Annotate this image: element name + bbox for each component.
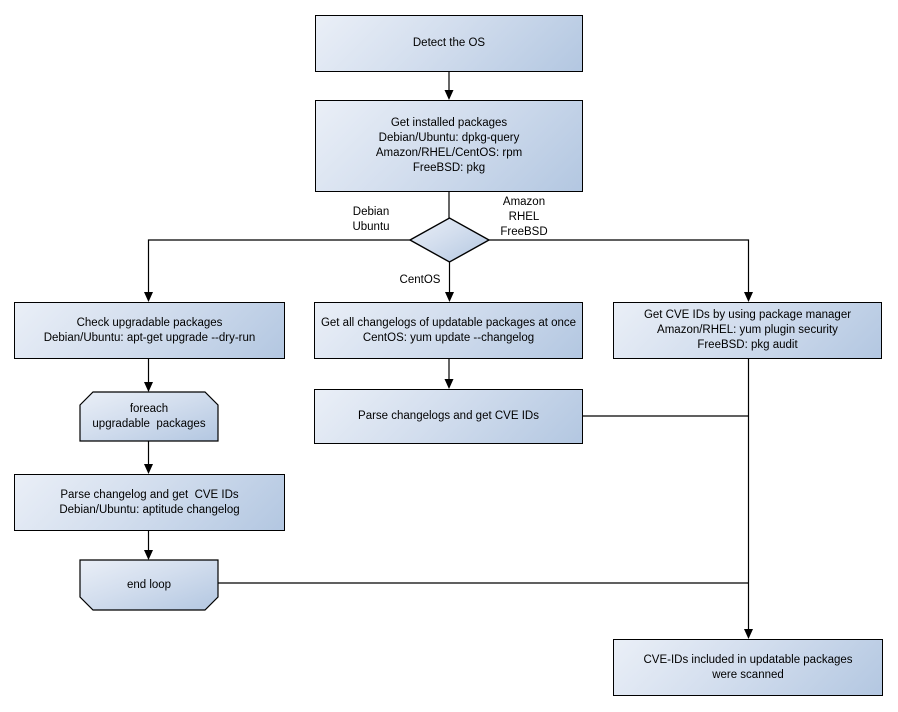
os-decision-diamond bbox=[408, 217, 491, 263]
arrowheads bbox=[144, 90, 753, 639]
foreach-loop-shape bbox=[79, 391, 219, 442]
node-parse-changelogs-get-cve-ids: Parse changelogs and get CVE IDs bbox=[314, 389, 583, 444]
end-loop-shape bbox=[79, 559, 219, 611]
edge-label-centos: CentOS bbox=[399, 274, 441, 286]
node-detect-os: Detect the OS bbox=[315, 15, 583, 72]
node-get-all-changelogs: Get all changelogs of updatable packages… bbox=[314, 302, 583, 359]
end-loop-label: end loop bbox=[126, 578, 172, 591]
